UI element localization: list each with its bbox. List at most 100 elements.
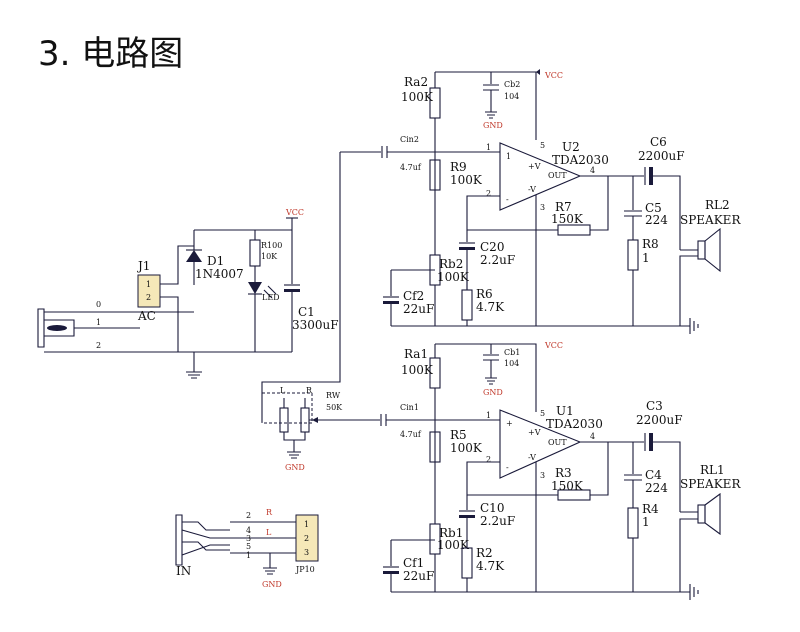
u2-pin1: 1: [486, 143, 491, 152]
r6-label: R6: [476, 287, 493, 301]
u1-pin1: 1: [486, 411, 491, 420]
cb2-value: 104: [504, 92, 519, 101]
u1-pin4: 4: [590, 432, 595, 441]
jp-pin1: 1: [304, 520, 309, 529]
u2-pin3: 3: [540, 203, 545, 212]
c10-value: 2.2uF: [480, 514, 515, 528]
r100-label: R100: [261, 241, 282, 250]
r9-value: 100K: [450, 173, 483, 187]
r7-label: R7: [555, 200, 572, 214]
c1-value: 3300uF: [292, 318, 339, 332]
ra1-label: Ra1: [404, 347, 428, 361]
r2-value: 4.7K: [476, 559, 505, 573]
rl2-type: SPEAKER: [680, 213, 741, 227]
jk-pin1: 1: [246, 551, 251, 560]
r3-value: 150K: [551, 479, 584, 493]
cf1-label: Cf1: [403, 556, 424, 570]
rl1-type: SPEAKER: [680, 477, 741, 491]
r8-label: R8: [642, 237, 659, 251]
in-label: IN: [176, 564, 191, 578]
channel-top: VCC Cb2 104 GND Ra2 100K Cin2 4.7uf 1 R9…: [340, 69, 741, 334]
c20-value: 2.2uF: [480, 253, 515, 267]
vcc-label-top: VCC: [544, 71, 563, 80]
r4-value: 1: [642, 515, 650, 529]
u2-type: TDA2030: [552, 153, 609, 167]
r2-label: R2: [476, 546, 493, 560]
r5-value: 100K: [450, 441, 483, 455]
j1-pin2: 2: [146, 293, 151, 302]
cb2-label: Cb2: [504, 80, 520, 89]
rb1-label: Rb1: [439, 526, 463, 540]
ra1-value: 100K: [401, 363, 434, 377]
u2-outlabel: OUT: [548, 171, 567, 180]
jack-pin1: 1: [96, 318, 101, 327]
u1-outlabel: OUT: [548, 438, 567, 447]
j1-label: J1: [136, 259, 150, 273]
u2-pin2: 2: [486, 189, 491, 198]
channel-bottom: VCC Cb1 104 GND Ra1 100K Cin1 4.7uf 1 R5…: [380, 341, 741, 600]
cf1-value: 22uF: [403, 569, 434, 583]
gnd-label-cb1: GND: [483, 388, 503, 397]
gnd-label-pot: GND: [285, 463, 305, 472]
r8-value: 1: [642, 251, 650, 265]
jp-pin3: 3: [304, 548, 309, 557]
r9-label: R9: [450, 160, 467, 174]
jk-pin5: 5: [246, 542, 251, 551]
u2-minusv: -V: [528, 185, 536, 194]
rl1-label: RL1: [700, 463, 725, 477]
page-title: 3. 电路图: [38, 34, 184, 74]
u2-minus-in: -: [506, 195, 509, 204]
cin1-value: 4.7uf: [400, 430, 422, 439]
c4-value: 224: [645, 481, 668, 495]
d1-label: D1: [207, 254, 224, 268]
input-jack: 2 4 3 5 1 IN R L 1 2 3 JP10 GND: [175, 508, 319, 589]
cb1-label: Cb1: [504, 348, 520, 357]
u2-label: U2: [562, 140, 580, 154]
u1-pin3: 3: [540, 471, 545, 480]
d1-value: 1N4007: [195, 267, 244, 281]
pot-l-label: L: [280, 386, 286, 395]
u2-pin5: 5: [540, 141, 545, 150]
gnd-label-jp: GND: [262, 580, 282, 589]
jp-pin2: 2: [304, 534, 309, 543]
rw-label: RW: [326, 391, 341, 400]
jack-pin0: 0: [96, 300, 101, 309]
cf2-value: 22uF: [403, 302, 434, 316]
rb2-label: Rb2: [439, 257, 463, 271]
c10-label: C10: [480, 501, 504, 515]
volume-pot: L R RW 50K GND: [261, 152, 380, 472]
jk-pin4: 4: [246, 526, 251, 535]
c6-value: 2200uF: [638, 149, 685, 163]
rb1-value: 100K: [437, 538, 470, 552]
cin1-label: Cin1: [400, 403, 419, 412]
r100-value: 10K: [261, 252, 278, 261]
pot-r-label: R: [306, 386, 313, 395]
r5-label: R5: [450, 428, 467, 442]
c1-label: C1: [298, 305, 315, 319]
rw-value: 50K: [326, 403, 343, 412]
j1-pin1: 1: [146, 280, 151, 289]
jp10-label: JP10: [295, 565, 315, 574]
rl2-label: RL2: [705, 198, 730, 212]
led-label: LED: [262, 293, 280, 302]
jk-pin2: 2: [246, 511, 251, 520]
power-supply: 0 1 2 1 2 J1 AC D1 1N4007 VCC R100 10K: [37, 208, 339, 379]
c5-label: C5: [645, 201, 662, 215]
cf2-label: Cf2: [403, 289, 424, 303]
ra2-value: 100K: [401, 90, 434, 104]
r6-value: 4.7K: [476, 300, 505, 314]
jp-r-label: R: [266, 508, 273, 517]
u1-minus-in: -: [506, 463, 509, 472]
ac-label: AC: [137, 309, 156, 323]
c20-label: C20: [480, 240, 504, 254]
u1-minusv: -V: [528, 453, 536, 462]
r3-label: R3: [555, 466, 572, 480]
u2-plus-in: 1: [506, 152, 511, 161]
u1-pin5: 5: [540, 409, 545, 418]
u2-pin4: 4: [590, 166, 595, 175]
jack-pin2: 2: [96, 341, 101, 350]
u1-plus-in: +: [506, 419, 513, 428]
vcc-label-low: VCC: [544, 341, 563, 350]
rb2-value: 100K: [437, 270, 470, 284]
c3-label: C3: [646, 399, 663, 413]
